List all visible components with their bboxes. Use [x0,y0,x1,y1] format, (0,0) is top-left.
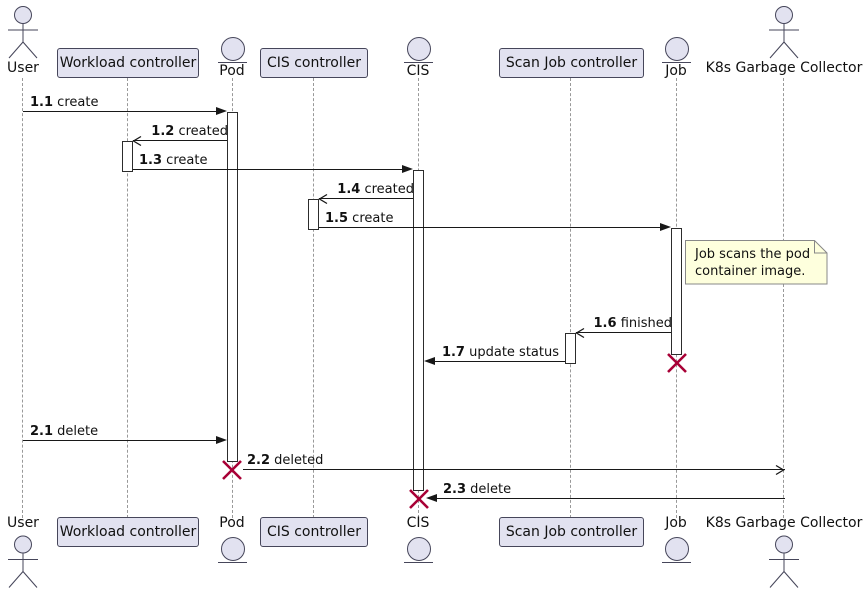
activation-job [671,228,682,355]
participant-workload-controller-top: Workload controller [57,48,199,78]
message-label-1-2: 1.2 created [151,124,228,139]
message-line-1-2 [133,140,227,141]
participant-label-k8s-garbage-collector-top: K8s Garbage Collector [705,60,863,76]
arrowhead-2-2 [775,464,785,476]
message-line-1-5 [319,227,661,228]
message-line-2-3 [437,498,785,499]
destroy-x-pod [222,460,242,480]
arrowhead-1-3 [402,165,413,173]
arrowhead-1-5 [660,223,671,231]
note-job-scans: Job scans the pod container image. [685,240,828,285]
participant-label-user-bottom: User [7,515,39,531]
lifeline-workload-controller [127,78,128,518]
participant-label-cis-top: CIS [406,63,430,79]
actor-k8s-garbage-collector-icon [769,6,799,59]
participant-label-pod-top: Pod [219,63,245,79]
participant-label-job-top: Job [665,63,687,79]
arrowhead-1-4 [318,193,328,205]
participant-workload-controller-bottom: Workload controller [57,517,199,547]
lifeline-user [22,78,23,518]
arrowhead-1-7 [424,357,435,365]
message-line-1-6 [576,332,671,333]
entity-cis-icon-top [407,37,431,61]
activation-pod [227,112,238,462]
message-label-1-7: 1.7 update status [441,345,559,360]
arrowhead-1-1 [216,107,227,115]
message-label-1-5: 1.5 create [325,211,394,226]
entity-job-icon-top [665,37,689,61]
message-label-1-1: 1.1 create [30,95,99,110]
activation-scan-job-controller [565,333,576,364]
message-line-2-1 [23,440,217,441]
destroy-x-job [667,353,687,373]
message-line-2-2 [243,469,785,470]
entity-cis-icon-bottom [407,537,431,561]
message-label-1-3: 1.3 create [139,153,208,168]
participant-label-user-top: User [7,60,39,76]
entity-pod-underline-bottom [218,562,247,563]
entity-cis-underline-bottom [404,562,433,563]
actor-user-icon-bottom [8,535,38,588]
destroy-x-cis [409,489,429,509]
entity-job-icon-bottom [665,537,689,561]
lifeline-cis-controller [313,78,314,518]
participant-label-k8s-garbage-collector-bottom: K8s Garbage Collector [705,515,863,531]
message-label-1-6: 1.6 finished [593,316,672,331]
entity-job-underline-top [662,62,691,63]
entity-pod-icon-bottom [221,537,245,561]
participant-label-cis-bottom: CIS [406,515,430,531]
lifeline-k8s-garbage-collector [783,78,784,518]
activation-workload-controller [122,141,133,172]
message-label-2-2: 2.2 deleted [247,453,324,468]
participant-scan-job-controller-top: Scan Job controller [499,48,644,78]
participant-label-pod-bottom: Pod [219,515,245,531]
entity-job-underline-bottom [662,562,691,563]
message-label-2-3: 2.3 delete [443,482,512,497]
entity-cis-underline-top [404,62,433,63]
participant-label-job-bottom: Job [665,515,687,531]
participant-cis-controller-bottom: CIS controller [260,517,368,547]
participant-scan-job-controller-bottom: Scan Job controller [499,517,644,547]
arrowhead-1-2 [132,135,142,147]
entity-pod-underline-top [218,62,247,63]
actor-k8s-garbage-collector-icon-bottom [769,535,799,588]
arrowhead-2-1 [216,436,227,444]
arrowhead-2-3 [426,494,437,502]
arrowhead-1-6 [575,327,585,339]
note-line-2: container image. [695,264,805,279]
note-line-1: Job scans the pod [694,247,810,262]
activation-cis [413,170,424,491]
activation-cis-controller [308,199,319,230]
participant-cis-controller-top: CIS controller [260,48,368,78]
message-line-1-3 [133,169,403,170]
message-line-1-7 [435,361,565,362]
actor-user-icon [8,6,38,59]
entity-pod-icon-top [221,37,245,61]
message-label-2-1: 2.1 delete [30,424,99,439]
message-line-1-4 [319,198,413,199]
message-line-1-1 [23,111,217,112]
lifeline-scan-job-controller [570,78,571,518]
message-label-1-4: 1.4 created [337,182,414,197]
